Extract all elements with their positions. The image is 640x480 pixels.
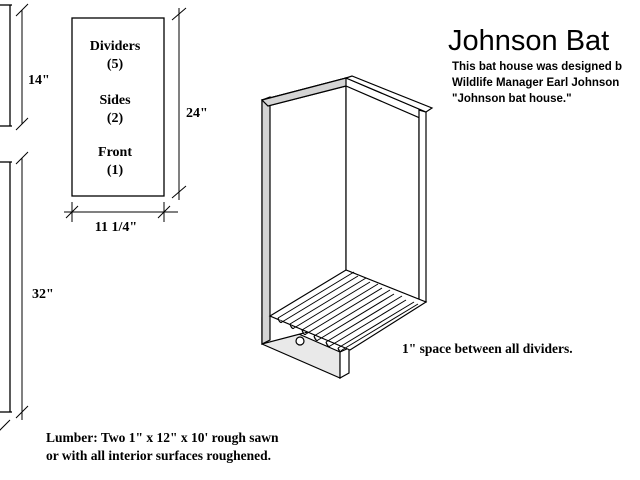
sides-count: (2) — [107, 111, 124, 126]
front-count: (1) — [107, 163, 124, 178]
top-left-dimension: 14" — [15, 3, 50, 131]
dividers-label: Dividers — [90, 39, 141, 54]
slat-ends — [277, 317, 343, 353]
divider-slats — [277, 271, 419, 351]
lumber-note-line-2: or with all interior surfaces roughened. — [46, 448, 271, 463]
panel-piece: Dividers (5) Sides (2) Front (1) — [71, 17, 165, 197]
front-label: Front — [98, 145, 132, 160]
panel-height-label: 24" — [186, 106, 208, 121]
description-line-1: This bat house was designed b — [452, 61, 622, 73]
back-piece — [0, 161, 12, 413]
lumber-note-line-1: Lumber: Two 1" x 12" x 10' rough sawn — [46, 430, 279, 445]
panel-width-dimension: 11 1/4" — [64, 202, 178, 235]
sides-label: Sides — [99, 93, 131, 108]
description-line-3: "Johnson bat house." — [452, 93, 572, 105]
diagram-title: Johnson Bat — [448, 25, 609, 57]
panel-height-dimension: 24" — [171, 7, 208, 200]
mounting-hole — [295, 336, 305, 346]
top-left-height-label: 14" — [28, 73, 50, 88]
back-height-label: 32" — [32, 287, 54, 302]
top-left-piece — [0, 4, 12, 127]
panel-width-label: 11 1/4" — [95, 220, 137, 235]
back-dimension: 32" — [0, 151, 54, 431]
dividers-count: (5) — [107, 57, 124, 72]
description-line-2: Wildlife Manager Earl Johnson — [452, 77, 619, 89]
bat-house-illustration — [260, 75, 434, 380]
spacing-note: 1" space between all dividers. — [402, 341, 573, 356]
